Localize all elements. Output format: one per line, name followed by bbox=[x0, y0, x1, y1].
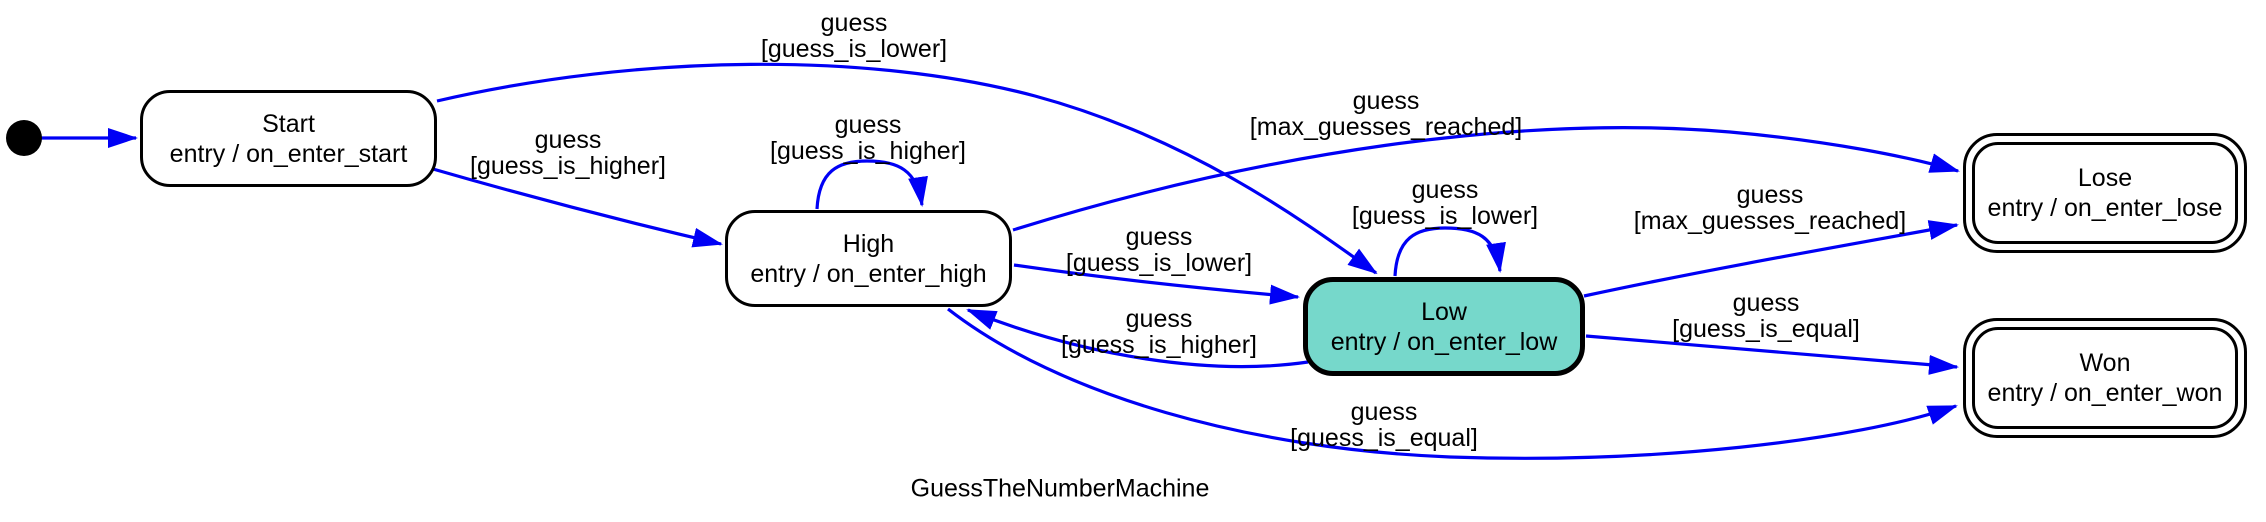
final-state-inner-border: Won entry / on_enter_won bbox=[1972, 327, 2238, 429]
edge-low-self-loop bbox=[1393, 226, 1506, 277]
initial-state-dot bbox=[6, 120, 42, 156]
transition-event: guess bbox=[1732, 289, 1800, 317]
state-lose-final: Lose entry / on_enter_lose bbox=[1963, 133, 2247, 253]
transition-event: guess bbox=[1125, 223, 1193, 251]
edge-label-low-lose: guess [max_guesses_reached] bbox=[1634, 182, 1906, 234]
edge-high-lose bbox=[1012, 126, 1960, 232]
state-high: High entry / on_enter_high bbox=[725, 210, 1012, 307]
transition-condition: [guess_is_higher] bbox=[770, 137, 966, 165]
state-name: Start bbox=[262, 109, 315, 138]
state-name: High bbox=[842, 229, 895, 258]
edge-high-won bbox=[947, 307, 1958, 460]
state-entry-action: entry / on_enter_lose bbox=[1987, 194, 2223, 222]
transition-condition: [guess_is_equal] bbox=[1290, 424, 1478, 452]
transition-condition: [guess_is_higher] bbox=[1061, 331, 1257, 359]
edge-label-high-won: guess [guess_is_equal] bbox=[1290, 399, 1478, 451]
state-won-final: Won entry / on_enter_won bbox=[1963, 318, 2247, 438]
edge-high-self-loop bbox=[815, 159, 928, 210]
transition-event: guess bbox=[1352, 87, 1420, 115]
edge-start-high bbox=[432, 167, 723, 248]
edge-start-low bbox=[436, 62, 1378, 275]
transition-condition: [max_guesses_reached] bbox=[1249, 113, 1523, 141]
edge-low-lose bbox=[1583, 220, 1959, 298]
edge-low-high bbox=[966, 308, 1309, 369]
edge-label-high-self: guess [guess_is_higher] bbox=[770, 112, 966, 164]
transition-condition: [guess_is_equal] bbox=[1672, 315, 1860, 343]
state-name: Low bbox=[1421, 297, 1467, 326]
edge-label-start-low: guess [guess_is_lower] bbox=[761, 10, 947, 62]
edge-label-low-high: guess [guess_is_higher] bbox=[1061, 306, 1257, 358]
transition-condition: [max_guesses_reached] bbox=[1633, 207, 1907, 235]
state-name: Lose bbox=[2077, 164, 2133, 192]
state-low-active: Low entry / on_enter_low bbox=[1303, 277, 1585, 376]
transition-event: guess bbox=[1125, 305, 1193, 333]
final-state-inner-border: Lose entry / on_enter_lose bbox=[1972, 142, 2238, 244]
transition-condition: [guess_is_lower] bbox=[760, 35, 948, 63]
state-name: Won bbox=[2079, 349, 2131, 377]
transition-condition: [guess_is_higher] bbox=[470, 152, 666, 180]
state-entry-action: entry / on_enter_low bbox=[1330, 327, 1558, 356]
edge-label-low-won: guess [guess_is_equal] bbox=[1672, 290, 1860, 342]
state-entry-action: entry / on_enter_start bbox=[169, 139, 408, 168]
transition-event: guess bbox=[1736, 181, 1804, 209]
diagram-title: GuessTheNumberMachine bbox=[910, 474, 1210, 503]
transition-event: guess bbox=[820, 9, 888, 37]
edge-high-low bbox=[1013, 263, 1300, 305]
transition-event: guess bbox=[1350, 398, 1418, 426]
edge-label-low-self: guess [guess_is_lower] bbox=[1352, 177, 1538, 229]
state-entry-action: entry / on_enter_won bbox=[1987, 379, 2223, 407]
edge-label-high-lose: guess [max_guesses_reached] bbox=[1250, 88, 1522, 140]
edge-label-high-low: guess [guess_is_lower] bbox=[1066, 224, 1252, 276]
edge-label-start-high: guess [guess_is_higher] bbox=[470, 127, 666, 179]
transition-condition: [guess_is_lower] bbox=[1351, 202, 1539, 230]
state-start: Start entry / on_enter_start bbox=[140, 90, 437, 187]
transition-event: guess bbox=[534, 126, 602, 154]
transition-condition: [guess_is_lower] bbox=[1065, 249, 1253, 277]
edge-low-won bbox=[1585, 334, 1959, 375]
transition-event: guess bbox=[834, 111, 902, 139]
transition-event: guess bbox=[1411, 176, 1479, 204]
state-entry-action: entry / on_enter_high bbox=[750, 259, 987, 288]
